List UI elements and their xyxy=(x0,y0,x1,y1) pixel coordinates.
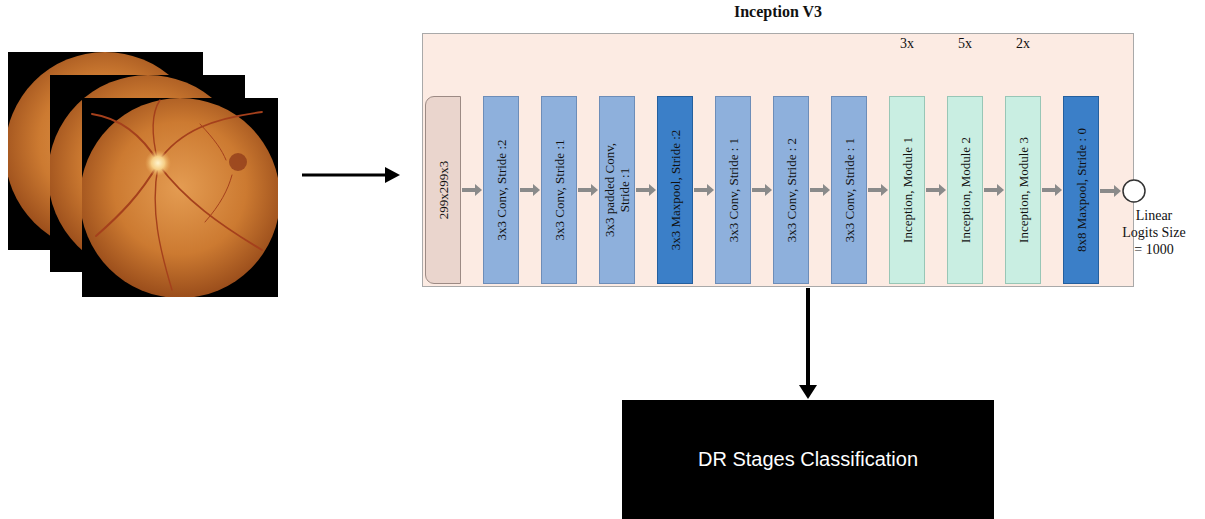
connector-line xyxy=(810,188,824,192)
layer-label: 3x3 Conv, Stride : 2 xyxy=(784,105,799,275)
connector-line xyxy=(578,188,592,192)
layer-label: 3x3 Conv, Stride :2 xyxy=(494,105,509,275)
connector-line xyxy=(868,188,882,192)
layer-label: Inception, Module 3 xyxy=(1016,105,1031,275)
repeat-count: 3x xyxy=(900,36,914,52)
inception-module: Inception, Module 2 xyxy=(947,96,983,284)
network-panel: Inception V3299x299x33x3 Conv, Stride :2… xyxy=(422,33,1134,287)
layer-label: Inception, Module 2 xyxy=(958,105,973,275)
circle-outline xyxy=(1122,179,1146,203)
layer-label: 3x3 Maxpool, Stride :2 xyxy=(668,105,683,275)
connector-line xyxy=(984,188,998,192)
inception-module: Inception, Module 1 xyxy=(889,96,925,284)
panel-title: Inception V3 xyxy=(422,3,1134,21)
layer-label: 8x8 Maxpool, Stride : 0 xyxy=(1074,105,1089,275)
layer-label: Inception, Module 1 xyxy=(900,105,915,275)
flow-connector xyxy=(799,288,817,399)
layer-label: 3x3 Conv, Stride : 1 xyxy=(842,105,857,275)
output-label: Linear Logits Size = 1000 xyxy=(1117,207,1191,258)
layer-label: 299x299x3 xyxy=(436,140,451,240)
connector-line xyxy=(636,188,650,192)
conv-layer: 3x3 Conv, Stride : 1 xyxy=(715,96,751,284)
conv-layer: 3x3 Conv, Stride : 1 xyxy=(831,96,867,284)
result-label: DR Stages Classification xyxy=(698,448,918,471)
layer-label: 3x3 padded Conv, Stride :1 xyxy=(602,130,632,250)
inception-module: Inception, Module 3 xyxy=(1005,96,1041,284)
layer-label: 3x3 Conv, Stride : 1 xyxy=(726,105,741,275)
conv-layer: 3x3 padded Conv, Stride :1 xyxy=(599,96,635,284)
input-block: 299x299x3 xyxy=(425,96,461,284)
flow-arrow xyxy=(302,167,400,183)
connector-line xyxy=(520,188,534,192)
connector-line xyxy=(462,188,476,192)
conv-layer: 3x3 Conv, Stride :1 xyxy=(541,96,577,284)
repeat-count: 2x xyxy=(1016,36,1030,52)
maxpool-layer: 3x3 Maxpool, Stride :2 xyxy=(657,96,693,284)
connector-line xyxy=(806,288,810,388)
connector-line xyxy=(926,188,940,192)
connector-line xyxy=(1100,189,1115,193)
result-box: DR Stages Classification xyxy=(622,400,994,519)
maxpool-layer: 8x8 Maxpool, Stride : 0 xyxy=(1063,96,1099,284)
connector-line xyxy=(694,188,708,192)
conv-layer: 3x3 Conv, Stride :2 xyxy=(483,96,519,284)
output-node: Linear Logits Size = 1000 xyxy=(1122,179,1146,203)
arrow-head xyxy=(799,385,817,399)
layer-label: 3x3 Conv, Stride :1 xyxy=(552,105,567,275)
connector-line xyxy=(752,188,766,192)
fundus-image xyxy=(82,98,278,297)
conv-layer: 3x3 Conv, Stride : 2 xyxy=(773,96,809,284)
connector-line xyxy=(1042,188,1056,192)
repeat-count: 5x xyxy=(958,36,972,52)
